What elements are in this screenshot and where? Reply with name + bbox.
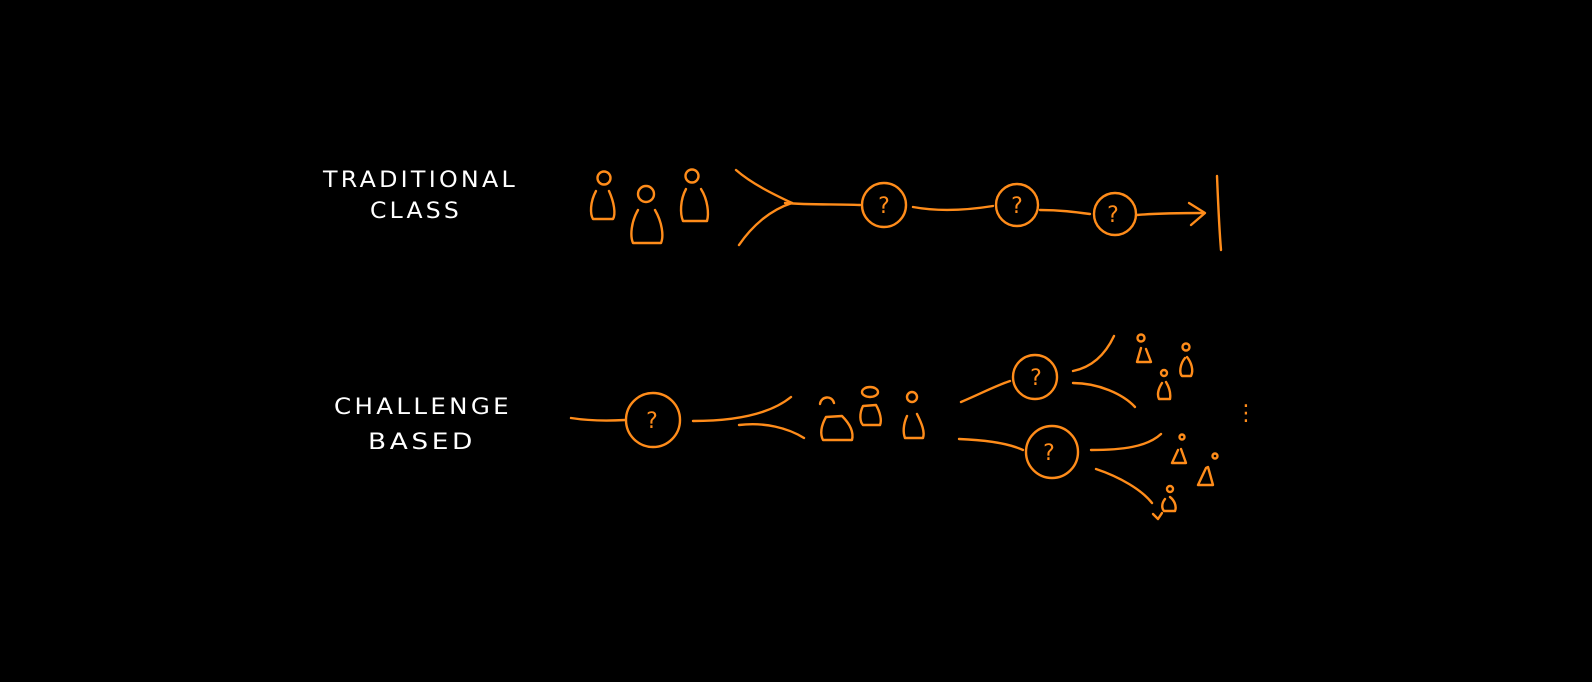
- individual-students-lower: [1151, 433, 1219, 521]
- person-icon-small: [1151, 484, 1177, 521]
- branch-line: [1094, 467, 1154, 505]
- question-node: ?: [624, 391, 682, 449]
- challenge-label-line2: BASED: [368, 430, 476, 455]
- branch-line: [1089, 432, 1163, 452]
- challenge-row: CHALLENGE BASED ?: [334, 333, 1257, 521]
- person-icon-small: [1196, 452, 1219, 487]
- branch-line: [957, 437, 1025, 452]
- traditional-label-line1: TRADITIONAL: [322, 168, 518, 193]
- branch-line: [1071, 334, 1116, 373]
- question-mark: ?: [1107, 203, 1119, 228]
- spreading-line: [737, 423, 806, 440]
- person-icon: [902, 390, 925, 440]
- challenge-label-line1: CHALLENGE: [334, 395, 512, 420]
- path-line: [783, 201, 862, 207]
- question-mark: ?: [878, 194, 890, 219]
- question-mark: ?: [1011, 194, 1023, 219]
- individual-students-upper: [1135, 333, 1194, 401]
- question-node: ?: [1024, 424, 1080, 480]
- student-group-traditional: [589, 168, 710, 245]
- person-icon: [859, 385, 882, 427]
- arrow-line: [1135, 211, 1206, 217]
- question-node: ?: [994, 182, 1040, 228]
- person-icon: [818, 396, 854, 442]
- person-icon: [679, 168, 710, 223]
- path-line: [911, 204, 995, 212]
- spreading-line: [691, 395, 793, 423]
- path-line: [569, 416, 627, 422]
- person-icon-small: [1135, 333, 1153, 364]
- path-line: [1038, 208, 1092, 216]
- person-icon: [589, 170, 616, 221]
- question-mark: ?: [1030, 366, 1042, 391]
- question-node: ?: [1092, 191, 1138, 237]
- branch-line: [1071, 381, 1137, 409]
- end-bar: [1215, 174, 1223, 252]
- person-icon-small: [1170, 433, 1188, 465]
- question-node: ?: [1011, 353, 1059, 401]
- continuation-dots: ⋮: [1235, 401, 1257, 426]
- question-node: ?: [860, 181, 908, 229]
- student-group-challenge: [818, 385, 925, 442]
- traditional-row: TRADITIONAL CLASS ?: [322, 168, 1223, 252]
- branch-line: [959, 379, 1012, 404]
- person-icon-small: [1179, 342, 1194, 378]
- person-icon-small: [1156, 368, 1172, 401]
- arrow-head-icon: [1187, 201, 1207, 227]
- question-mark: ?: [1043, 441, 1055, 466]
- converging-line: [737, 201, 794, 247]
- converging-line: [734, 168, 794, 205]
- person-icon: [630, 184, 664, 245]
- traditional-label-line2: CLASS: [370, 199, 462, 224]
- question-mark: ?: [646, 409, 658, 434]
